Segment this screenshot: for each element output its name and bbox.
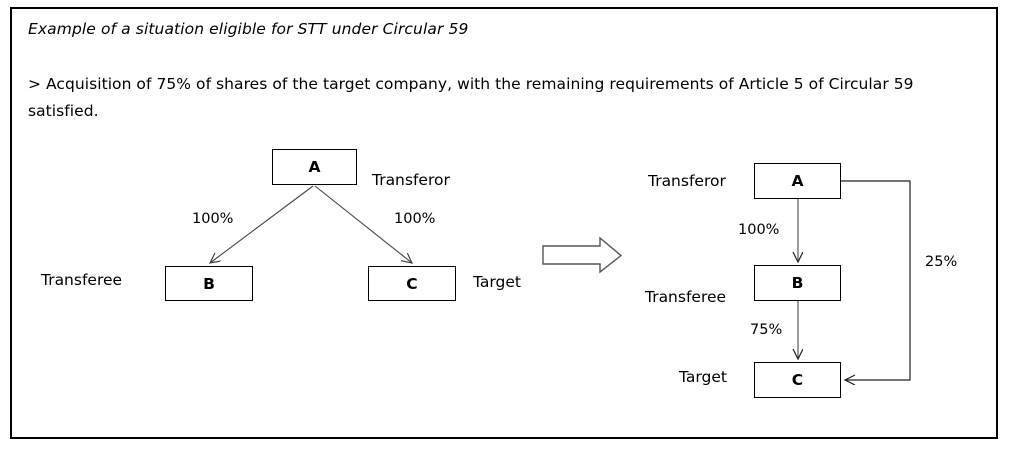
- node-label: A: [791, 172, 804, 190]
- role-label-target-before: Target: [473, 273, 521, 291]
- node-label: C: [791, 371, 804, 389]
- role-label-transferor-before: Transferor: [372, 171, 450, 189]
- node-box-c-before[interactable]: C: [368, 266, 456, 301]
- node-box-a-before[interactable]: A: [272, 149, 357, 185]
- role-label-target-after: Target: [679, 368, 727, 386]
- node-box-b-before[interactable]: B: [165, 266, 253, 301]
- node-label: B: [203, 274, 215, 293]
- role-label-transferor-after: Transferor: [648, 172, 726, 190]
- node-label: C: [406, 274, 418, 293]
- node-box-b-after[interactable]: B: [754, 265, 841, 301]
- panel-body-text: > Acquisition of 75% of shares of the ta…: [28, 75, 914, 120]
- edge-label-a-to-b-before: 100%: [192, 211, 234, 227]
- edge-label-a-to-b-after: 100%: [738, 222, 780, 238]
- node-label: B: [791, 274, 804, 292]
- role-label-transferee-after: Transferee: [645, 288, 727, 306]
- panel-title: Example of a situation eligible for STT …: [28, 20, 469, 38]
- edge-label-a-to-c-before: 100%: [394, 211, 436, 227]
- node-box-c-after[interactable]: C: [754, 362, 841, 398]
- edge-label-a-to-c-after: 25%: [925, 254, 958, 270]
- role-label-transferee-before: Transferee: [41, 271, 123, 289]
- edge-label-b-to-c-after: 75%: [750, 322, 783, 338]
- node-label: A: [308, 158, 321, 176]
- node-box-a-after[interactable]: A: [754, 163, 841, 199]
